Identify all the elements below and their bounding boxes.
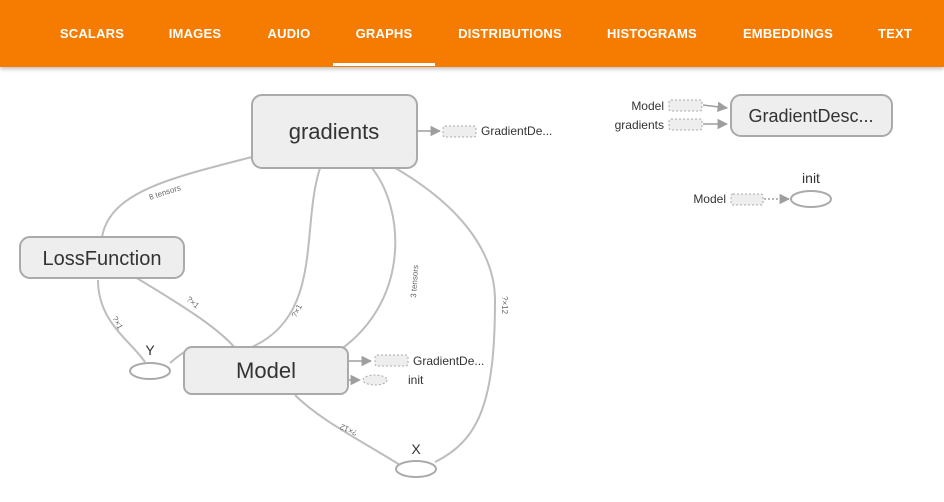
edge-label-grad-x: ?×12 [500,296,509,315]
tab-histograms[interactable]: HISTOGRAMS [607,26,697,41]
node-x[interactable]: X [395,441,437,478]
stub-model-out1-label: GradientDe... [413,354,484,368]
node-y-label: Y [145,342,155,358]
node-x-label: X [411,441,421,457]
edge-model-x[interactable] [294,394,401,466]
stub-right-in2[interactable] [668,118,703,131]
node-model[interactable]: Model [183,346,349,395]
edge-label-model-x: ?×12 [338,422,359,438]
edge-loss-y[interactable] [97,279,146,363]
edge-label-grad-model-b: 3 tensors [409,265,420,298]
node-gradientdescent-label: GradientDesc... [748,106,873,126]
edge-loss-model[interactable] [134,276,236,349]
node-gradientdescent[interactable]: GradientDesc... [730,94,893,137]
edge-gradients-loss[interactable] [101,156,253,238]
tab-embeddings[interactable]: EMBEDDINGS [742,26,834,41]
tab-audio[interactable]: AUDIO [267,26,311,41]
stub-right-in2-label: gradients [615,118,664,132]
node-model-label: Model [236,358,296,383]
tab-graphs[interactable]: GRAPHS [355,26,413,41]
node-lossfunction[interactable]: LossFunction [19,236,185,279]
node-init-label: init [802,170,820,186]
edge-gradients-x[interactable] [389,164,497,463]
stub-model-out1[interactable] [374,354,409,367]
node-gradients-label: gradients [289,119,380,144]
stub-right-in1[interactable] [668,99,703,112]
graph-canvas[interactable]: 8 tensors ?×1 ?×1 ?×1 3 tensors ?×12 ?×1… [0,67,944,502]
tab-distributions[interactable]: DISTRIBUTIONS [458,26,562,41]
stub-gradients-out[interactable] [442,125,477,138]
node-y[interactable]: Y [129,342,171,380]
edge-label-loss-model: ?×1 [185,295,202,311]
node-lossfunction-label: LossFunction [43,248,162,270]
edge-label-grad-model-a: ?×1 [290,302,305,319]
node-init[interactable]: init [790,170,832,208]
tab-scalars[interactable]: SCALARS [59,26,125,41]
stub-right-init-in-label: Model [693,192,726,206]
stub-gradients-out-label: GradientDe... [481,124,552,138]
stub-model-init[interactable] [362,374,388,386]
tab-images[interactable]: IMAGES [168,26,222,41]
edge-right-in1 [702,101,729,113]
edge-gradients-model-a[interactable] [244,167,321,351]
stub-right-in1-label: Model [631,99,664,113]
top-nav-bar: SCALARS IMAGES AUDIO GRAPHS DISTRIBUTION… [0,0,944,67]
stub-model-out2-label: init [408,373,424,387]
node-gradients[interactable]: gradients [251,94,418,169]
edge-gradients-model-b[interactable] [339,167,397,351]
stub-right-init-in[interactable] [730,193,764,206]
tab-text[interactable]: TEXT [877,26,913,41]
active-tab-indicator [333,63,435,66]
